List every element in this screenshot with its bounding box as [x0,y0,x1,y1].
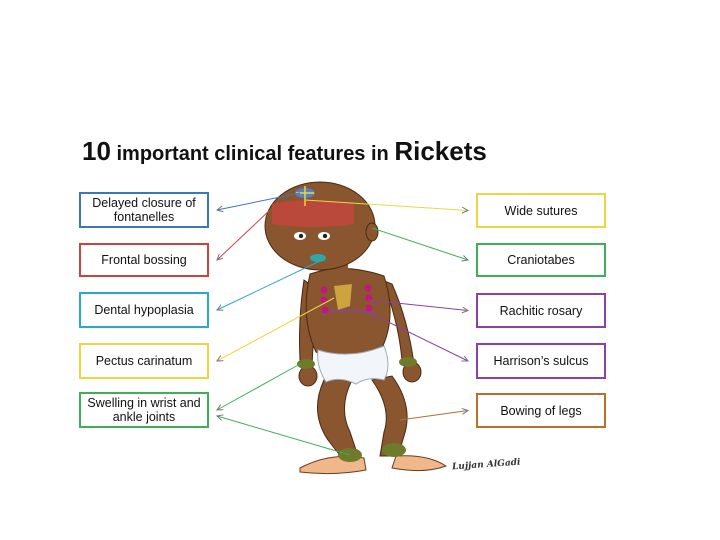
right-wrist-swelling [399,357,417,367]
left-leg [317,375,359,459]
right-feature-arrow [371,227,468,260]
right-foot [391,455,448,472]
diaper [317,345,389,385]
title-number: 10 [82,136,111,166]
mouth [310,254,326,262]
left-feature-box-3: Pectus carinatum [79,343,209,379]
left-feature-arrow [217,192,301,210]
frontal-bossing-highlight [272,200,354,227]
left-feature-arrow [217,416,351,456]
pointer-arrows [217,192,468,456]
right-feature-arrow [371,313,468,361]
ear [365,222,379,242]
right-ankle-swelling [382,443,406,457]
pectus-highlight [334,284,352,310]
diagram-title: 10 important clinical features in Ricket… [82,136,487,167]
left-feature-box-2: Dental hypoplasia [79,292,209,328]
left-feature-arrow [217,259,323,310]
left-feature-box-0: Delayed closure of fontanelles [79,192,209,228]
left-feature-arrow [217,363,301,410]
left-feature-box-4: Swelling in wrist and ankle joints [79,392,209,428]
left-wrist-swelling [297,359,315,369]
right-feature-arrow [367,299,468,311]
right-feature-arrow [399,411,468,421]
torso [305,267,391,360]
left-feature-box-1: Frontal bossing [79,243,209,277]
right-feature-box-0: Wide sutures [476,193,606,228]
right-feature-arrow [304,199,468,211]
right-feature-box-3: Harrison’s sulcus [476,343,606,379]
title-middle: important clinical features in [110,143,395,165]
right-feature-box-4: Bowing of legs [476,393,606,428]
left-feature-arrow [217,297,335,361]
right-feature-box-2: Rachitic rosary [476,293,606,328]
left-feature-arrow [217,209,271,260]
rachitic-rosary [320,284,373,314]
title-emphasis: Rickets [394,136,487,166]
right-feature-box-1: Craniotabes [476,243,606,277]
left-hand [298,365,318,387]
